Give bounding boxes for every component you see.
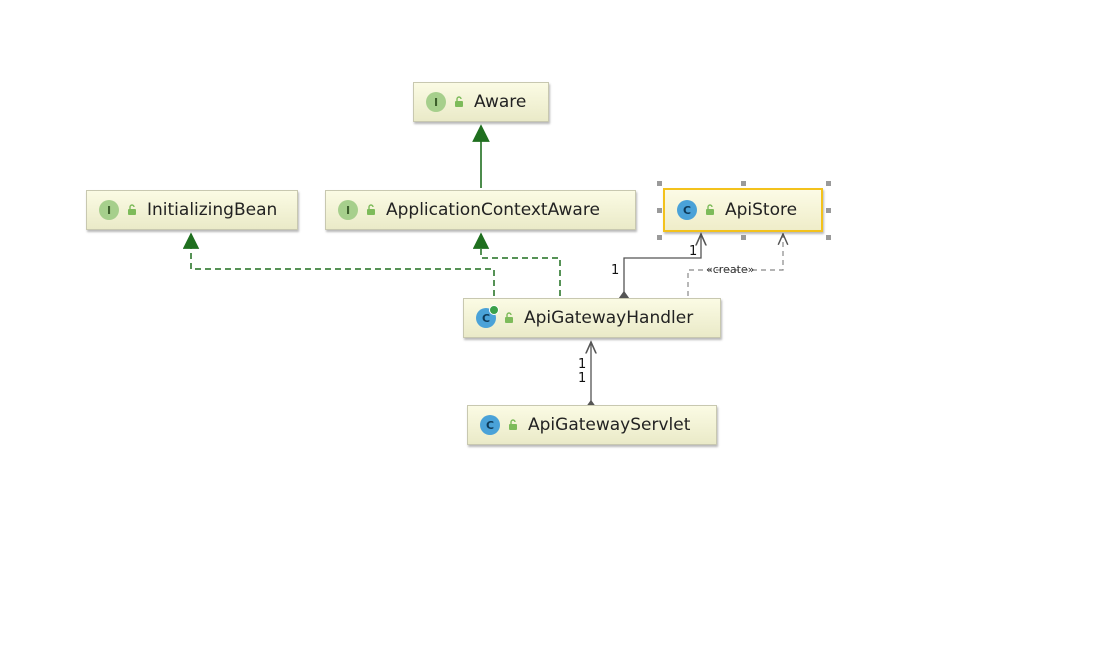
edge-handler-composes-apistore xyxy=(624,234,701,292)
multiplicity-label: 1 xyxy=(611,263,620,278)
selection-handle[interactable] xyxy=(657,208,662,213)
selection-handle[interactable] xyxy=(826,235,831,240)
public-visibility-icon xyxy=(509,419,517,430)
stereotype-label: «create» xyxy=(706,263,755,276)
public-visibility-icon xyxy=(128,204,136,215)
edge-handler-implements-aca xyxy=(472,232,561,296)
interface-icon: I xyxy=(338,200,358,220)
public-visibility-icon xyxy=(367,204,375,215)
selection-handle[interactable] xyxy=(657,181,662,186)
multiplicity-label: 1 xyxy=(689,244,698,259)
implements-overlay-icon xyxy=(489,305,499,315)
class-icon: C xyxy=(677,200,697,220)
class-icon: C xyxy=(476,305,499,328)
class-icon: C xyxy=(480,415,500,435)
node-name: ApiStore xyxy=(725,199,798,220)
selection-handle[interactable] xyxy=(826,208,831,213)
node-name: ApplicationContextAware xyxy=(386,199,600,220)
node-apigatewayhandler[interactable]: C ApiGatewayHandler xyxy=(463,298,721,338)
node-name: ApiGatewayServlet xyxy=(528,414,691,435)
selection-handle[interactable] xyxy=(741,235,746,240)
node-apistore[interactable]: C ApiStore xyxy=(663,188,823,232)
node-aware[interactable]: I Aware xyxy=(413,82,549,122)
interface-icon: I xyxy=(426,92,446,112)
public-visibility-icon xyxy=(706,204,714,215)
class-kind-letter: C xyxy=(481,311,491,325)
public-visibility-icon xyxy=(455,96,463,107)
edge-handler-creates-apistore xyxy=(687,234,783,296)
selection-handle[interactable] xyxy=(826,181,831,186)
node-apigatewayservlet[interactable]: C ApiGatewayServlet xyxy=(467,405,717,445)
node-name: InitializingBean xyxy=(147,199,278,220)
multiplicity-label: 1 xyxy=(578,371,587,386)
node-name: Aware xyxy=(474,91,527,112)
selection-handle[interactable] xyxy=(741,181,746,186)
public-visibility-icon xyxy=(505,312,513,323)
interface-icon: I xyxy=(99,200,119,220)
multiplicity-label: 1 xyxy=(578,357,587,372)
node-name: ApiGatewayHandler xyxy=(524,307,694,328)
selection-handle[interactable] xyxy=(657,235,662,240)
edge-handler-implements-initializingbean xyxy=(182,232,495,296)
node-initializingbean[interactable]: I InitializingBean xyxy=(86,190,298,230)
node-applicationcontextaware[interactable]: I ApplicationContextAware xyxy=(325,190,636,230)
